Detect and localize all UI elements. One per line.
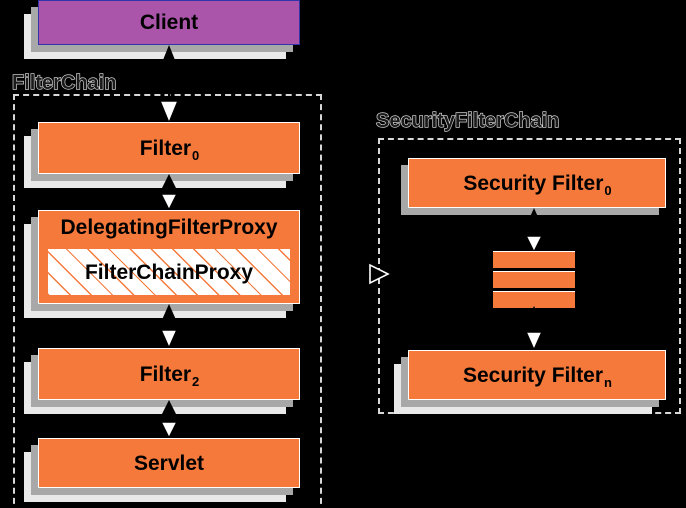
node-filter-0[interactable]: Filter0 (24, 122, 300, 188)
filter-chain-proxy-label: FilterChainProxy (84, 260, 254, 284)
secfilter0-subscript: 0 (604, 182, 612, 198)
servlet-label: Servlet (133, 451, 205, 475)
secfiltern-subscript: n (604, 374, 612, 390)
dfp-label: DelegatingFilterProxy (60, 216, 278, 239)
node-delegating-filter-proxy[interactable]: DelegatingFilterProxy FilterChainProxy (24, 210, 300, 318)
secfilter0-face: Security Filter0 (408, 158, 666, 208)
filter0-label: Filter0 (139, 136, 200, 162)
connector-filter0-dfp (157, 174, 181, 210)
servlet-face: Servlet (38, 438, 300, 488)
client-label: Client (139, 11, 199, 34)
ellipsis-bar-1 (493, 251, 575, 268)
secfiltern-label-text: Security Filter (462, 363, 604, 387)
connector-secfilter0-bars (522, 208, 546, 252)
node-filter-2[interactable]: Filter2 (24, 348, 300, 414)
filter0-face: Filter0 (38, 122, 300, 174)
node-security-filter-n[interactable]: Security Filtern (394, 350, 666, 414)
filter2-label: Filter2 (139, 362, 200, 388)
node-client[interactable]: Client (24, 0, 300, 59)
filter-chain-boundary (13, 94, 322, 508)
filter-chain-label: FilterChain (11, 71, 117, 94)
secfilter0-label-text: Security Filter (463, 171, 604, 195)
connector-client-filter0 (157, 45, 181, 123)
filter2-label-text: Filter (139, 362, 192, 386)
node-ellipsis-bars (493, 251, 575, 308)
secfiltern-label: Security Filtern (462, 363, 612, 389)
security-filter-chain-label: SecurityFilterChain (375, 109, 560, 132)
connector-dfp-filter2 (157, 304, 181, 348)
connector-bars-secfiltern (522, 306, 546, 350)
filter0-label-text: Filter (139, 136, 192, 160)
node-servlet[interactable]: Servlet (24, 438, 300, 502)
dfp-face: DelegatingFilterProxy FilterChainProxy (38, 210, 300, 304)
node-security-filter-0[interactable]: Security Filter0 (401, 158, 666, 215)
client-face: Client (38, 0, 300, 45)
ellipsis-bar-3 (493, 291, 575, 308)
ellipsis-bar-2 (493, 271, 575, 288)
filter0-subscript: 0 (192, 147, 200, 163)
connector-filter2-servlet (157, 400, 181, 438)
filter2-face: Filter2 (38, 348, 300, 400)
node-filter-chain-proxy[interactable]: FilterChainProxy (47, 248, 291, 296)
secfilter0-label: Security Filter0 (463, 171, 611, 197)
secfiltern-face: Security Filtern (408, 350, 666, 400)
connector-proxy-to-security-chain (366, 262, 392, 286)
filter2-subscript: 2 (192, 373, 200, 389)
